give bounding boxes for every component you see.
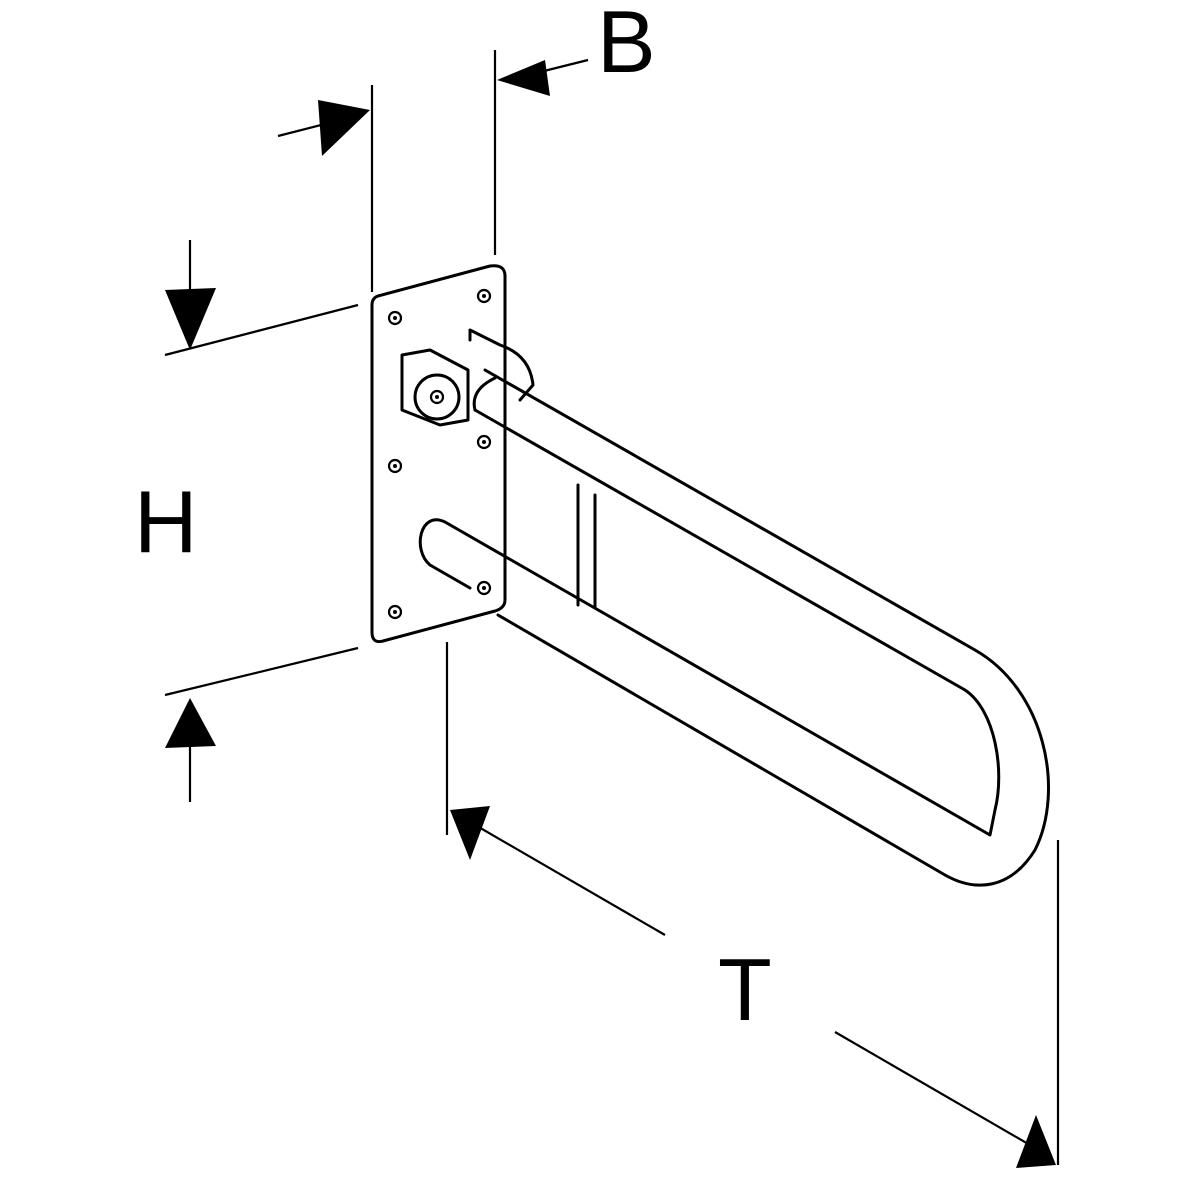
arrowhead-t-left <box>450 806 490 860</box>
dimension-label-h: H <box>134 472 198 571</box>
screw-holes <box>387 288 492 620</box>
dimension-t-lines <box>445 642 1060 1168</box>
wall-plate <box>370 264 507 644</box>
support-strut <box>576 483 597 610</box>
arrowhead-b-left <box>318 100 370 156</box>
dimension-b-lines <box>277 50 589 292</box>
folding-grab-bar <box>418 368 1050 887</box>
dimension-h-lines <box>164 240 359 802</box>
arrowhead-t-right <box>1016 1115 1056 1168</box>
arrowhead-h-bottom <box>165 698 216 748</box>
arrowhead-b-right <box>497 60 550 96</box>
dimension-label-b: B <box>597 0 656 91</box>
arrowhead-h-top <box>165 288 216 350</box>
dimension-label-t: T <box>718 940 772 1039</box>
hinge-bracket <box>400 328 535 427</box>
